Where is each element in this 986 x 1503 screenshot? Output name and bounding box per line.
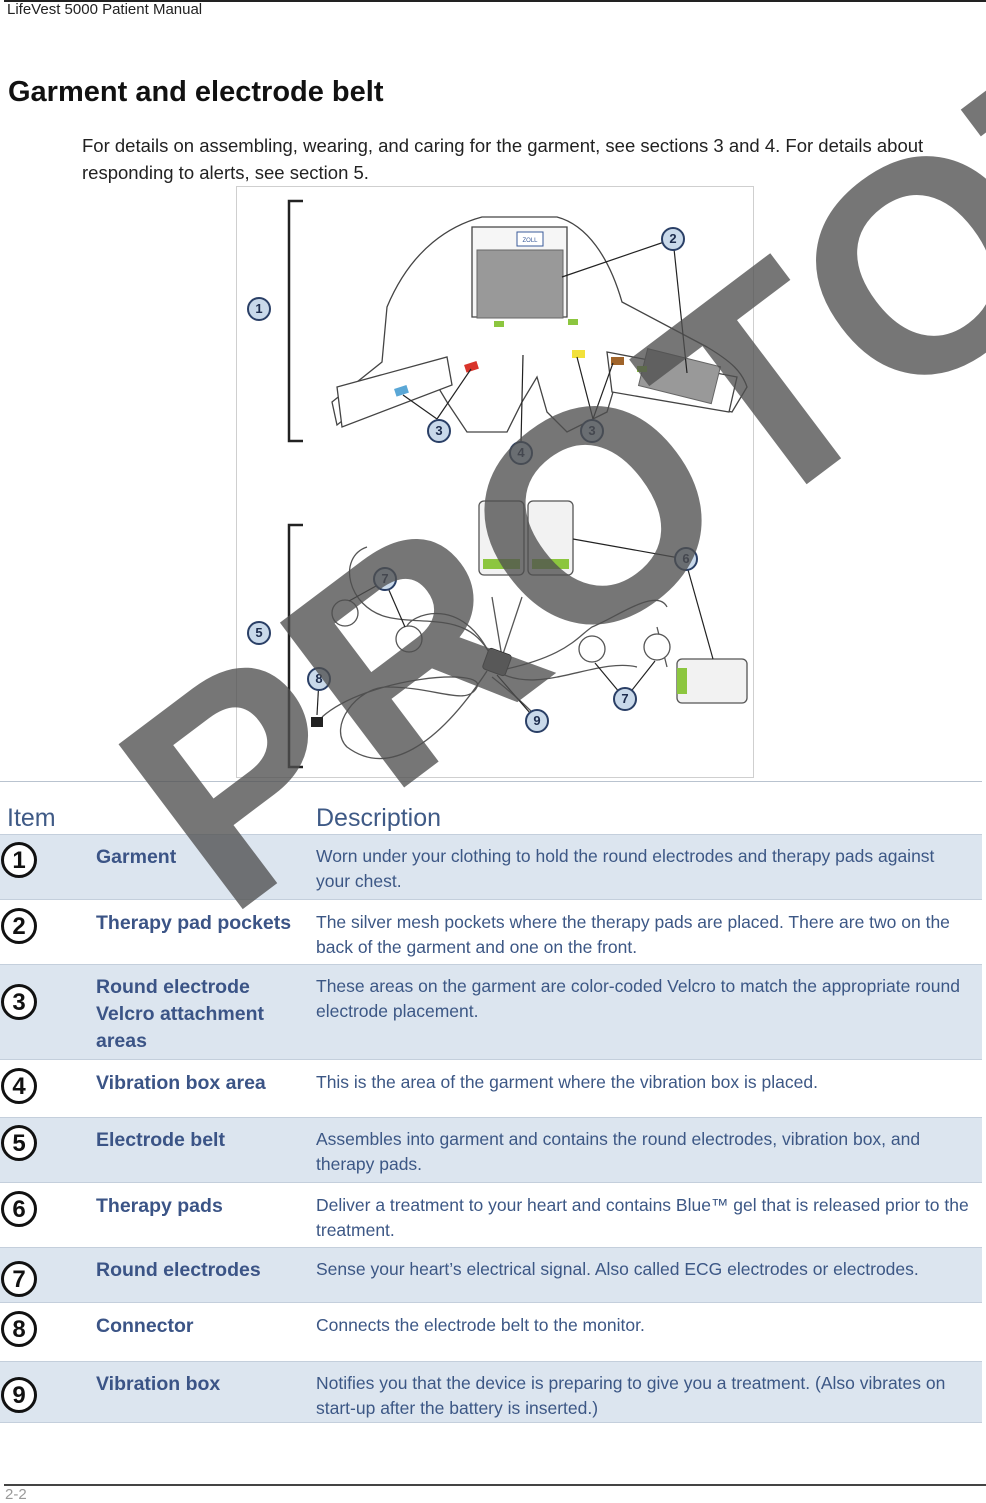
table-row: 3 Round electrode Velcro attachment area… [0,964,982,1060]
table-row: 2 Therapy pad pockets The silver mesh po… [0,900,982,964]
back-pad-pocket [476,249,564,319]
table-top-rule [0,781,982,782]
table-row: 9 Vibration box Notifies you that the de… [0,1361,982,1423]
garment-electrode-belt-figure: ZOLL [236,186,754,778]
electrode-belt-drawing [321,546,668,760]
callout-3b: 3 [580,419,604,443]
item-name: Garment [96,846,177,868]
table-row: 4 Vibration box area This is the area of… [0,1060,982,1117]
velcro-brown [611,357,624,365]
item-name: Therapy pad pockets [96,912,292,934]
callout-4: 4 [509,441,533,465]
item-name: Round electrodes [96,1259,261,1281]
section-intro: For details on assembling, wearing, and … [82,135,924,183]
item-description: Worn under your clothing to hold the rou… [316,846,935,891]
item-number-badge: 2 [1,908,37,944]
callout-8: 8 [307,667,331,691]
velcro-yellow [572,350,585,358]
document-header-title: LifeVest 5000 Patient Manual [7,1,203,18]
page-number: 2-2 [5,1486,27,1503]
item-description: Notifies you that the device is preparin… [316,1373,946,1418]
footer-rule [4,1484,986,1486]
section-title: Garment and electrode belt [8,76,384,108]
callout-7a: 7 [373,567,397,591]
item-number-badge: 4 [1,1068,37,1104]
table-row: 8 Connector Connects the electrode belt … [0,1303,982,1361]
item-number-badge: 7 [1,1261,37,1297]
item-name: Round electrode Velcro attachment areas [96,976,264,1052]
item-name: Therapy pads [96,1195,223,1217]
callout-6: 6 [674,547,698,571]
garment-illustration: ZOLL [287,199,748,769]
item-number-badge: 5 [1,1125,37,1161]
item-description: These areas on the garment are color-cod… [316,976,960,1021]
item-name: Electrode belt [96,1129,225,1151]
bracket-garment [287,199,303,443]
table-header-description: Description [316,804,442,832]
callout-1: 1 [247,297,271,321]
table-row: 1 Garment Worn under your clothing to ho… [0,834,982,900]
table-row: 5 Electrode belt Assembles into garment … [0,1117,982,1183]
velcro-blue [394,385,409,397]
item-number-badge: 1 [1,842,37,878]
garment-logo-label: ZOLL [522,238,538,244]
item-name: Vibration box [96,1373,221,1395]
callout-3a: 3 [427,419,451,443]
header-rule [4,0,986,2]
table-row: 7 Round electrodes Sense your heart’s el… [0,1247,982,1303]
garment-drawing [331,216,748,433]
bracket-belt [287,523,303,769]
item-number-badge: 9 [1,1377,37,1413]
item-number-badge: 3 [1,984,37,1020]
item-number-badge: 6 [1,1191,37,1227]
callout-7b: 7 [613,687,637,711]
item-number-badge: 8 [1,1311,37,1347]
item-name: Vibration box area [96,1072,266,1094]
item-description: Sense your heart’s electrical signal. Al… [316,1259,919,1279]
table-row: 6 Therapy pads Deliver a treatment to yo… [0,1183,982,1247]
connector-plug [311,717,323,727]
callout-2: 2 [661,227,685,251]
therapy-pad-left [478,500,525,576]
table-header-item: Item [7,804,56,832]
therapy-pad-back [676,658,748,704]
item-description: Connects the electrode belt to the monit… [316,1315,645,1335]
callout-9: 9 [525,709,549,733]
item-description: This is the area of the garment where th… [316,1072,818,1092]
callout-5: 5 [247,621,271,645]
item-name: Connector [96,1315,194,1337]
item-description: Deliver a treatment to your heart and co… [316,1195,969,1240]
item-description: Assembles into garment and contains the … [316,1129,921,1174]
velcro-red [464,361,479,373]
vibration-box [482,647,512,677]
therapy-pad-right [527,500,574,576]
item-description: The silver mesh pockets where the therap… [316,912,950,957]
